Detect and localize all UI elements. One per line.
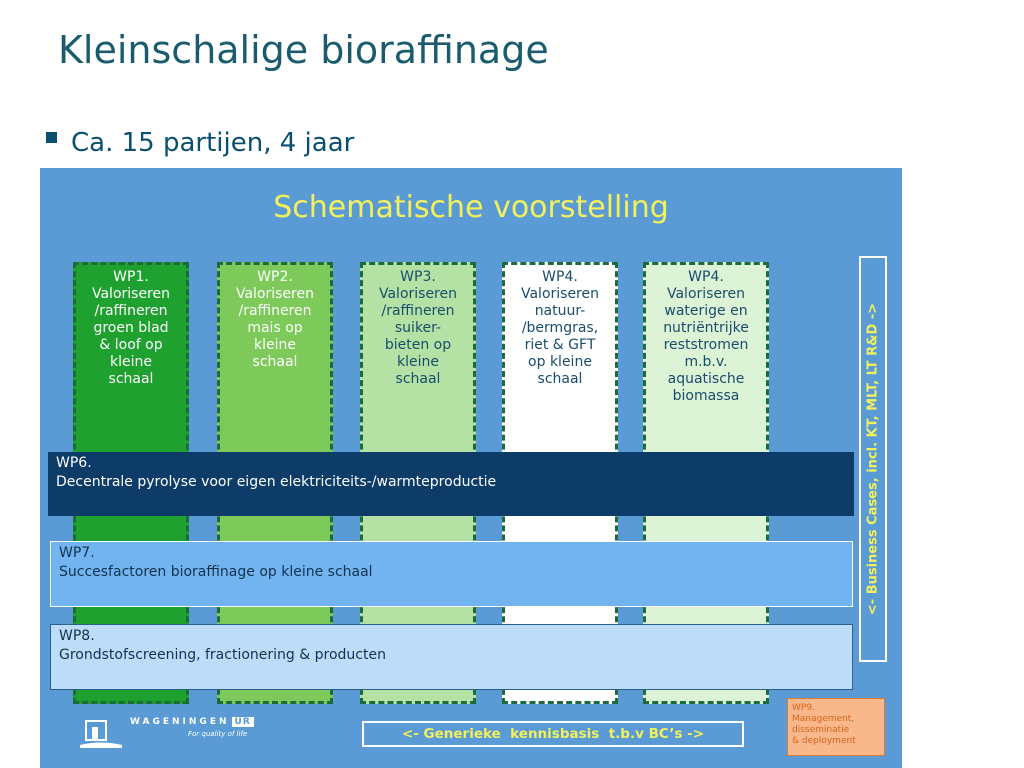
slide-title: Kleinschalige bioraffinage — [58, 28, 549, 72]
wp3-text: WP3. Valoriseren /raffineren suiker- bie… — [378, 269, 457, 387]
diagram-panel: Schematische voorstelling WP1. Valoriser… — [40, 168, 902, 768]
wp9-box: WP9. Management, disseminatie & deployme… — [787, 698, 885, 756]
wp4-aquatic-text: WP4. Valoriseren waterige en nutriëntrij… — [663, 269, 749, 404]
generic-knowledge-label: <- Generieke kennisbasis t.b.v BC’s -> — [362, 721, 744, 747]
logo-suffix: UR — [231, 717, 254, 727]
logo-tagline: For quality of life — [188, 730, 248, 738]
bullet-item: Ca. 15 partijen, 4 jaar — [46, 128, 354, 158]
bullet-text: Ca. 15 partijen, 4 jaar — [71, 128, 355, 158]
business-cases-label: <- Business Cases, incl. KT, MLT, LT R&D… — [865, 302, 881, 616]
wp6-band: WP6. Decentrale pyrolyse voor eigen elek… — [48, 452, 854, 516]
wp2-text: WP2. Valoriseren /raffineren mais op kle… — [235, 269, 314, 370]
diagram-title: Schematische voorstelling — [273, 190, 669, 225]
wp8-band: WP8. Grondstofscreening, fractionering &… — [50, 624, 853, 690]
wageningen-logo-icon — [80, 720, 122, 748]
wp4-grass-text: WP4. Valoriseren natuur- /bermgras, riet… — [520, 269, 599, 387]
wp7-band: WP7. Succesfactoren bioraffinage op klei… — [50, 541, 853, 607]
wp1-text: WP1. Valoriseren /raffineren groen blad … — [91, 269, 170, 387]
business-cases-label-box: <- Business Cases, incl. KT, MLT, LT R&D… — [859, 256, 887, 662]
logo-name: WAGENINGEN — [130, 717, 230, 727]
bullet-square-icon — [46, 132, 57, 143]
